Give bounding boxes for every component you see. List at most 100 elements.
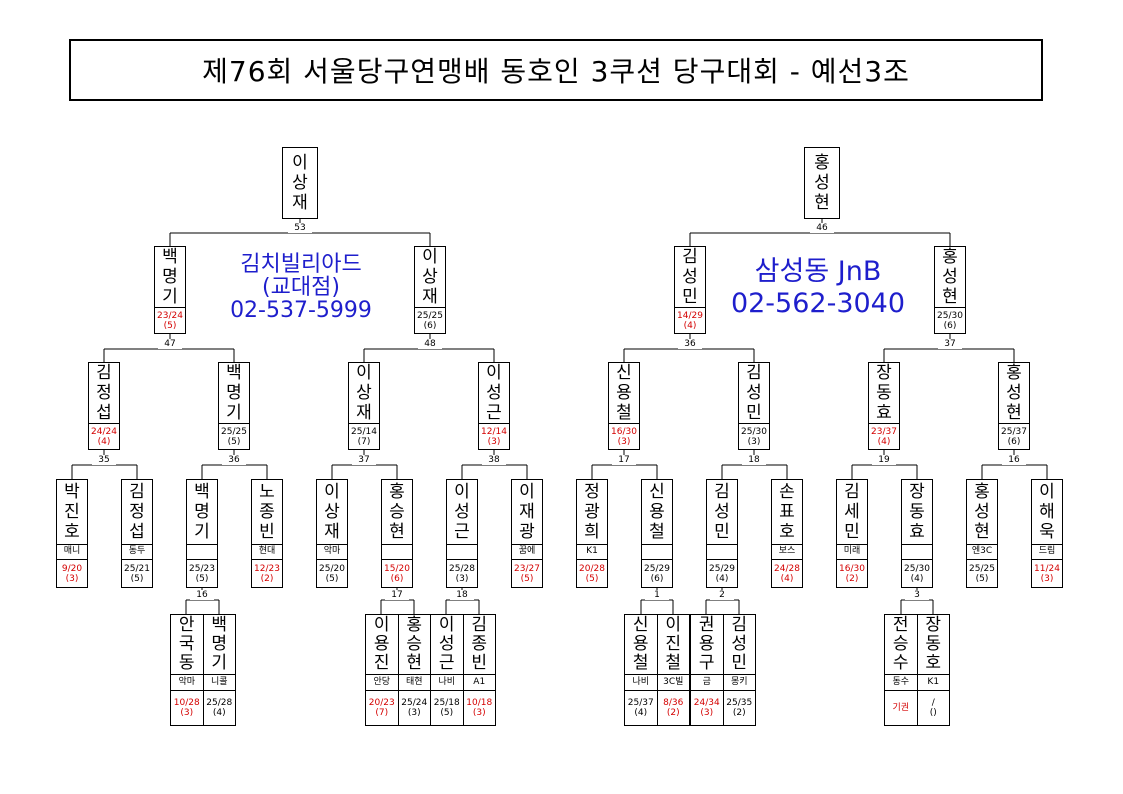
score-box: 20/23(7)	[366, 690, 398, 725]
name-char: 성	[731, 634, 748, 654]
name-char: 재	[292, 193, 308, 213]
match-number: 18	[450, 590, 474, 600]
club-label: 니콜	[203, 674, 235, 690]
name-char: 손	[779, 482, 795, 502]
score: 16/30	[611, 426, 637, 437]
name-char: 이	[422, 247, 438, 267]
club-label: 나비	[431, 674, 463, 690]
innings: (3)	[487, 436, 501, 447]
name-char: 재	[324, 522, 340, 542]
score: 25/28	[449, 563, 475, 574]
score-box: 25/29(4)	[707, 559, 737, 587]
club-label	[642, 544, 672, 559]
match-number: 46	[810, 223, 834, 233]
match-number: 36	[222, 455, 246, 465]
innings: ()	[929, 708, 937, 718]
score-box: 25/18(5)	[431, 690, 463, 725]
innings: (4)	[877, 436, 891, 447]
innings: (3)	[65, 573, 79, 584]
score: 23/24	[157, 310, 183, 321]
name-char: 신	[649, 482, 665, 502]
sponsor-right-name: 삼성동 JnB	[754, 256, 882, 287]
name-char: 기	[194, 522, 210, 542]
innings: (4)	[97, 436, 111, 447]
name-char: 홍	[406, 615, 423, 635]
name-char: 김	[746, 363, 762, 383]
name-char: 백	[162, 247, 178, 267]
club-label: 3C빌	[657, 674, 689, 690]
innings: (4)	[212, 708, 226, 718]
club-label: 안당	[366, 674, 398, 690]
match-number: 48	[418, 339, 442, 349]
name-char: 동	[909, 502, 925, 522]
name-char: 근	[438, 653, 455, 673]
name-char: 김	[844, 482, 860, 502]
score: 25/21	[124, 563, 150, 574]
innings: (4)	[780, 573, 794, 584]
name-char: 국	[178, 634, 195, 654]
club-label: 나비	[625, 674, 657, 690]
name-char: 명	[162, 267, 178, 287]
score-box: 25/30(4)	[902, 559, 932, 587]
club-label: 미래	[837, 544, 867, 559]
score: 25/25	[417, 310, 443, 321]
name-char: 장	[925, 615, 942, 635]
club-label: 꿈에	[512, 544, 542, 559]
name-char: 성	[814, 173, 830, 193]
score-box: 16/30(2)	[837, 559, 867, 587]
name-char: 진	[373, 653, 390, 673]
name-char: 홍	[814, 153, 830, 173]
score: 25/25	[969, 563, 995, 574]
score-box: 15/20(6)	[382, 559, 412, 587]
name-char: 상	[356, 383, 372, 403]
score: 20/28	[579, 563, 605, 574]
score: 25/23	[189, 563, 215, 574]
name-char: 이	[438, 615, 455, 635]
score-box: 25/30(6)	[935, 307, 965, 333]
club-label: 매니	[57, 544, 87, 559]
score: 23/27	[514, 563, 540, 574]
match-number: 17	[385, 590, 409, 600]
score: 23/37	[871, 426, 897, 437]
club-label: 동수	[885, 674, 917, 690]
name-char: 민	[731, 653, 748, 673]
club-label: K1	[917, 674, 949, 690]
name-char: 빈	[471, 653, 488, 673]
name-char: 백	[226, 363, 242, 383]
name-char: 민	[746, 403, 762, 423]
score: 25/30	[904, 563, 930, 574]
score-box: 25/14(7)	[349, 423, 379, 449]
name-char: 희	[584, 522, 600, 542]
innings: (4)	[910, 573, 924, 584]
name-char: 상	[292, 173, 308, 193]
innings: (3)	[747, 436, 761, 447]
score-box: 23/27(5)	[512, 559, 542, 587]
score: 16/30	[839, 563, 865, 574]
